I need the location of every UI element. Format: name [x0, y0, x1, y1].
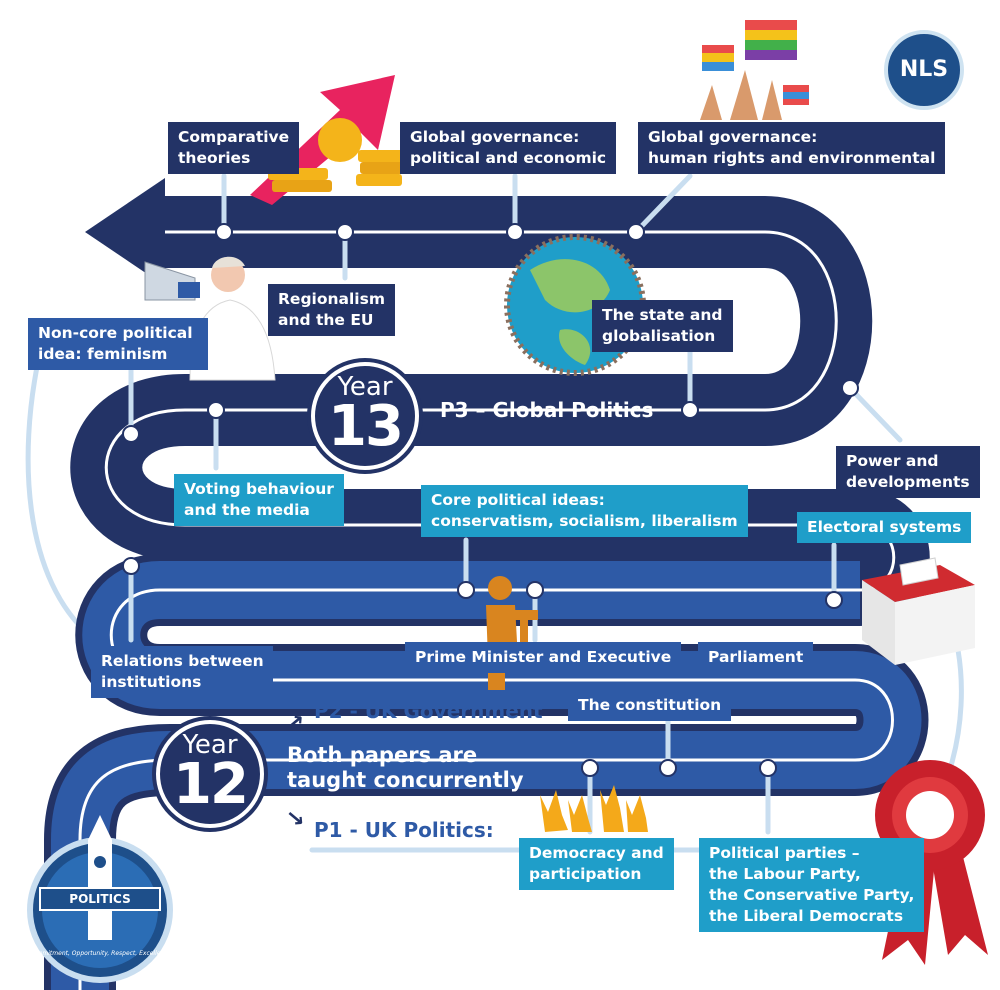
topic-global-governance-human-rights: Global governance: human rights and envi…: [638, 122, 946, 174]
year-12-circle: Year 12: [156, 720, 264, 828]
topic-prime-minister-executive: Prime Minister and Executive: [405, 642, 682, 673]
node-parties: [759, 759, 777, 777]
topic-democracy-participation: Democracy and participation: [519, 838, 674, 890]
year-13-word: Year: [337, 372, 393, 402]
node-feminism: [122, 425, 140, 443]
topic-comparative-theories: Comparative theories: [168, 122, 300, 174]
politics-badge-text: POLITICS: [69, 892, 131, 906]
node-democracy: [581, 759, 599, 777]
stem-global-hr: [633, 173, 693, 235]
topic-voting-behaviour-media: Voting behaviour and the media: [174, 474, 344, 526]
node-relations: [122, 557, 140, 575]
topic-power-developments: Power and developments: [836, 446, 980, 498]
woman-megaphone-illustration: [144, 256, 276, 381]
raised-hands-yellow-illustration: [540, 785, 648, 832]
topic-relations-between-institutions: Relations between institutions: [91, 646, 273, 698]
politics-badge-logo: [27, 815, 173, 983]
p2-uk-government-label: P2 - UK Government: [314, 699, 543, 723]
topic-electoral-systems: Electoral systems: [797, 512, 972, 543]
topic-global-governance-political-economic: Global governance: political and economi…: [400, 122, 617, 174]
topic-core-political-ideas: Core political ideas: conservatism, soci…: [421, 485, 748, 537]
ballot-box-illustration: [862, 557, 975, 665]
both-papers-line-2: taught concurrently: [287, 768, 524, 792]
node-electoral: [825, 591, 843, 609]
topic-political-parties: Political parties – the Labour Party, th…: [699, 838, 925, 932]
year-12-word: Year: [182, 730, 238, 760]
year-12-number: 12: [173, 752, 249, 817]
node-global-pe: [506, 223, 524, 241]
node-comparative: [215, 223, 233, 241]
node-global-hr: [627, 223, 645, 241]
politics-badge-motto: Commitment, Opportunity, Respect, Excell…: [28, 950, 172, 957]
nls-logo: NLS: [884, 30, 964, 110]
p1-uk-politics-label: P1 - UK Politics:: [314, 818, 494, 842]
topic-constitution: The constitution: [568, 690, 732, 721]
node-voting: [207, 401, 225, 419]
topic-nodes: [122, 223, 859, 777]
stem-power: [847, 385, 903, 443]
node-state: [681, 401, 699, 419]
node-core: [457, 581, 475, 599]
raised-hands-flags-illustration: [700, 20, 809, 120]
topic-regionalism-eu: Regionalism and the EU: [268, 284, 396, 336]
both-papers-line-1: Both papers are: [287, 743, 478, 767]
feminism-connector: [25, 359, 98, 643]
node-power: [841, 379, 859, 397]
node-constitution: [659, 759, 677, 777]
topic-state-globalisation: The state and globalisation: [592, 300, 733, 352]
rosette-illustration: [875, 760, 988, 965]
year-13-number: 13: [328, 394, 404, 459]
p3-global-politics-label: P3 – Global Politics: [440, 398, 654, 422]
year-13-circle: Year 13: [311, 362, 419, 470]
topic-non-core-feminism: Non-core political idea: feminism: [28, 318, 208, 370]
topic-parliament: Parliament: [698, 642, 814, 673]
node-regionalism: [336, 223, 354, 241]
node-pm: [526, 581, 544, 599]
road-arrowhead: [85, 178, 165, 286]
